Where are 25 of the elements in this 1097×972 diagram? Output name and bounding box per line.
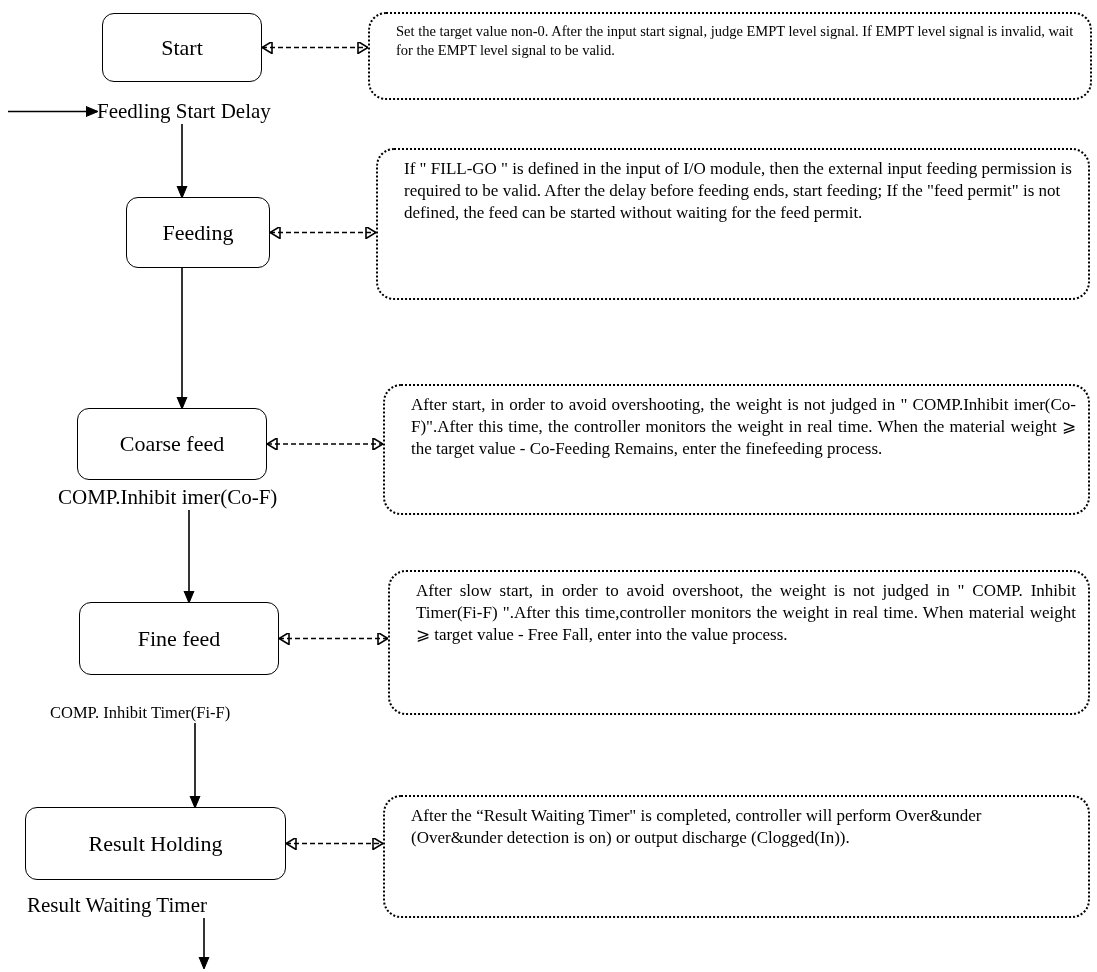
- dashed-double-arrow: [261, 40, 369, 55]
- process-box: Result Holding: [25, 807, 286, 880]
- arrow: [176, 123, 188, 199]
- process-box: Start: [102, 13, 262, 82]
- dashed-double-arrow: [269, 225, 377, 240]
- process-box: Feeding: [126, 197, 270, 268]
- step-label: COMP.Inhibit imer(Co-F): [58, 485, 278, 510]
- step-label: Result Waiting Timer: [27, 893, 207, 918]
- dashed-double-arrow: [266, 437, 384, 451]
- arrow: [7, 106, 99, 117]
- step-label: Feedling Start Delay: [97, 99, 271, 124]
- arrow: [189, 722, 201, 809]
- dashed-double-arrow: [285, 836, 384, 851]
- arrow: [176, 267, 188, 410]
- note-box: If " FILL-GO " is defined in the input of I/O module, then the external input feeding permission is required to be valid. After the delay before feeding ends, start feeding; If the "feed permit" is not defined, the feed can be started without waiting for the feed permit.: [376, 148, 1090, 300]
- note-box: After the “Result Waiting Timer" is completed, controller will perform Over&under (Over&under detection is on) or output discharge (Clogged(In)).: [383, 795, 1090, 918]
- arrow: [198, 917, 210, 970]
- arrow: [183, 509, 195, 604]
- note-box: Set the target value non-0. After the input start signal, judge EMPT level signal. If EMPT level signal is invalid, wait for the EMPT level signal to be valid.: [368, 12, 1092, 100]
- process-box: Fine feed: [79, 602, 279, 675]
- note-box: After slow start, in order to avoid overshoot, the weight is not judged in " COMP. Inhibit Timer(Fi-F) ".After this time,controller monitors the weight in real time. When material weight ⩾ target value - Free Fall, enter into the value process.: [388, 570, 1090, 715]
- step-label: COMP. Inhibit Timer(Fi-F): [50, 703, 231, 723]
- process-box: Coarse feed: [77, 408, 267, 480]
- note-box: After start, in order to avoid overshooting, the weight is not judged in " COMP.Inhibit imer(Co-F)".After this time, the controller monitors the weight in real time. When the material weight ⩾ the target value - Co-Feeding Remains, enter the finefeeding process.: [383, 384, 1090, 515]
- dashed-double-arrow: [278, 631, 389, 646]
